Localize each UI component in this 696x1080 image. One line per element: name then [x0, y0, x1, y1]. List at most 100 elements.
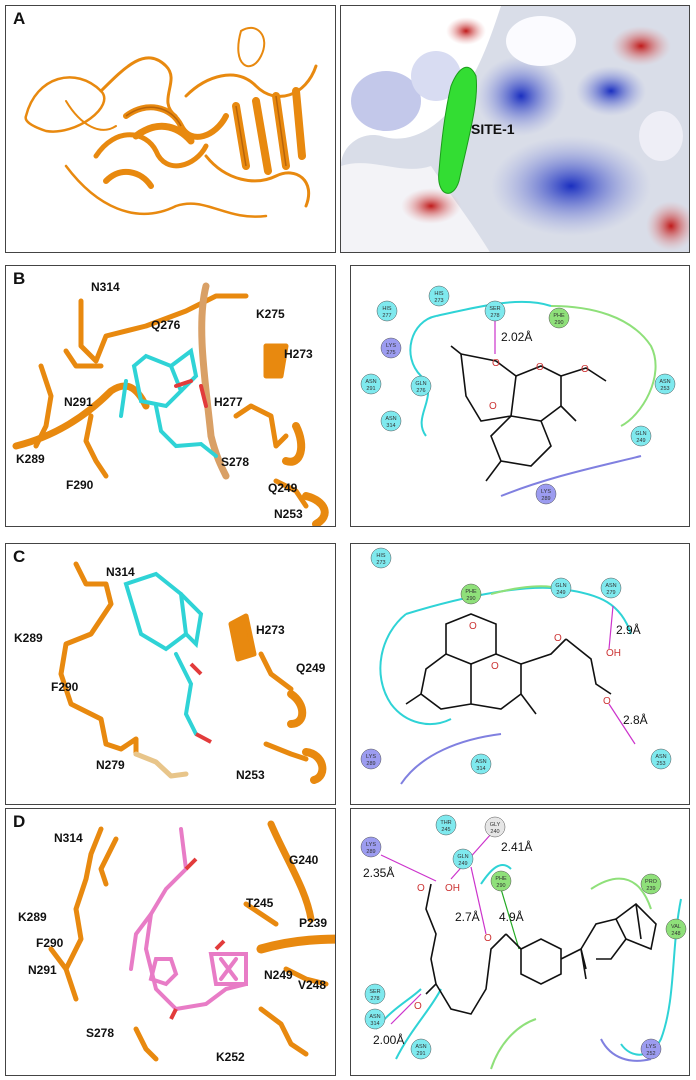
protein-ribbon-structure: [24, 26, 318, 218]
residue-label: K289: [18, 910, 47, 924]
residue-label: H277: [214, 395, 243, 409]
residue-node-number: 279: [606, 590, 615, 596]
residue-node-number: 314: [386, 423, 395, 429]
residue-node-name: PHE: [553, 313, 565, 319]
residue-node-number: 314: [476, 766, 485, 772]
residue-node-number: 289: [366, 761, 375, 767]
residue-node-name: HIS: [376, 553, 386, 559]
panel-a-surface: SITE-1: [340, 5, 690, 253]
residue-label: K275: [256, 307, 285, 321]
residue-node-name: LYS: [541, 489, 551, 495]
site-1-label: SITE-1: [471, 121, 515, 137]
residue-node-name: ASN: [365, 379, 376, 385]
residue-label: S278: [86, 1026, 114, 1040]
residue-node-number: 252: [646, 1051, 655, 1057]
svg-text:O: O: [491, 661, 499, 672]
residue-label: H273: [284, 347, 313, 361]
residue-node-name: ASN: [655, 754, 666, 760]
residue-node-number: 289: [541, 496, 550, 502]
binding-site-3d-d: N314 G240 T245 P239 K289 F290 N291 N249 …: [18, 820, 335, 1064]
residue-node-number: 253: [656, 761, 665, 767]
residue-label: V248: [298, 978, 326, 992]
svg-text:O: O: [489, 401, 497, 412]
panel-a-left: A: [5, 5, 336, 253]
residue-node-name: LYS: [386, 343, 396, 349]
residue-node-name: ASN: [605, 583, 616, 589]
residue-node-name: PHE: [495, 876, 507, 882]
residue-label: G240: [289, 853, 319, 867]
residue-label: F290: [36, 936, 64, 950]
residue-node-name: HIS: [382, 306, 392, 312]
panel-b-left: B N314 K275 Q276 H273 H: [5, 265, 336, 527]
residue-label: N279: [96, 758, 125, 772]
residue-label: N249: [264, 968, 293, 982]
atom-label: OH: [606, 648, 621, 659]
residue-node-number: 278: [370, 996, 379, 1002]
residue-node-name: ASN: [385, 416, 396, 422]
residue-label: N291: [64, 395, 93, 409]
residue-node-name: ASN: [659, 379, 670, 385]
svg-text:O: O: [603, 696, 611, 707]
svg-text:O: O: [581, 364, 589, 375]
residue-node-name: GLN: [415, 381, 426, 387]
residue-node-number: 240: [490, 829, 499, 835]
distance-label: 2.8Å: [623, 712, 648, 727]
distance-label: 2.41Å: [501, 839, 532, 854]
residue-node-name: THR: [440, 820, 451, 826]
residue-label: Q276: [151, 318, 181, 332]
residue-node-name: LYS: [366, 754, 376, 760]
panel-label-c: C: [13, 547, 26, 566]
residue-label: K252: [216, 1050, 245, 1064]
panel-d-diagram: 2.35Å 2.41Å 2.7Å 4.9Å 2.00Å OH O O O LYS…: [350, 808, 690, 1076]
residue-label: Q249: [296, 661, 326, 675]
residue-node-number: 291: [366, 386, 375, 392]
panel-label-d: D: [13, 812, 26, 831]
residue-node-number: 290: [466, 596, 475, 602]
residue-node-number: 289: [366, 849, 375, 855]
residue-label: T245: [246, 896, 274, 910]
residue-node-name: LYS: [646, 1044, 656, 1050]
residue-node-number: 248: [671, 931, 680, 937]
electrostatic-surface: SITE-1: [341, 6, 689, 252]
residue-label: F290: [66, 478, 94, 492]
residue-node-number: 275: [386, 350, 395, 356]
residue-node-name: GLN: [457, 854, 468, 860]
residue-node-name: HIS: [434, 291, 444, 297]
residue-node-name: GLN: [555, 583, 566, 589]
residue-node-number: 245: [441, 827, 450, 833]
residue-node-number: 291: [416, 1051, 425, 1057]
residue-label: H273: [256, 623, 285, 637]
panel-label-b: B: [13, 269, 26, 288]
distance-label: 2.35Å: [363, 865, 394, 880]
residue-node-number: 290: [496, 883, 505, 889]
residue-node-number: 249: [556, 590, 565, 596]
residue-node-name: PHE: [465, 589, 477, 595]
binding-site-3d-c: N314 K289 F290 H273 Q249 N279 N253: [14, 561, 327, 784]
residue-node-name: GLN: [635, 431, 646, 437]
distance-label: 2.02Å: [501, 329, 532, 344]
